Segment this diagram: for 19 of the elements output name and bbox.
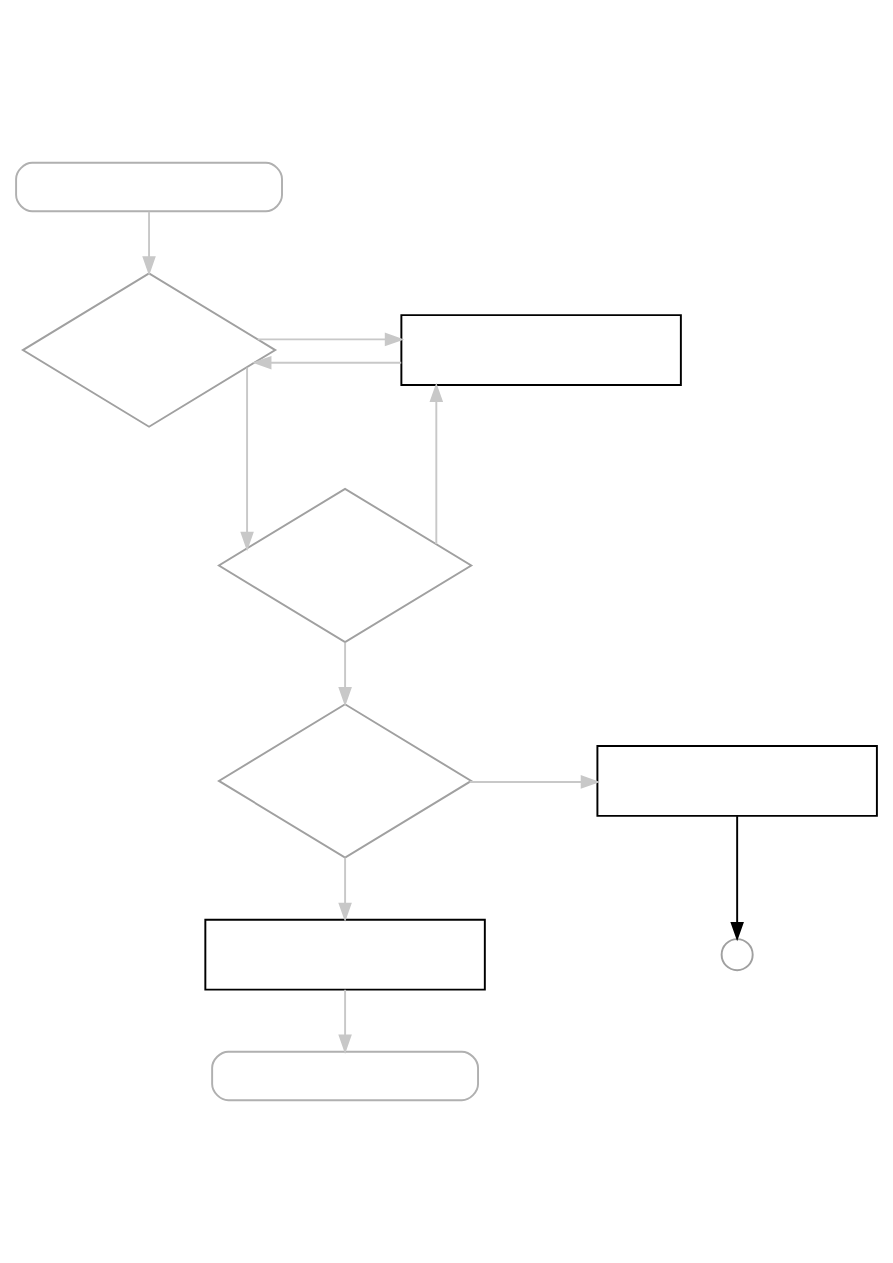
arrow xyxy=(429,382,444,546)
node-box xyxy=(15,161,283,213)
arrow xyxy=(338,641,352,707)
arrow xyxy=(240,366,254,552)
node-box xyxy=(211,1050,479,1102)
node-diamond xyxy=(21,272,278,428)
arrow xyxy=(338,988,352,1054)
arrow xyxy=(142,210,156,276)
arrow xyxy=(256,332,405,347)
arrow xyxy=(338,856,352,923)
node-box xyxy=(204,918,486,991)
node-circle xyxy=(720,938,754,972)
node-diamond xyxy=(217,703,474,859)
node-box xyxy=(400,314,682,386)
arrow xyxy=(730,815,744,942)
arrow xyxy=(468,775,601,789)
node-box xyxy=(596,745,878,817)
arrow xyxy=(252,355,403,370)
node-diamond xyxy=(217,487,474,644)
